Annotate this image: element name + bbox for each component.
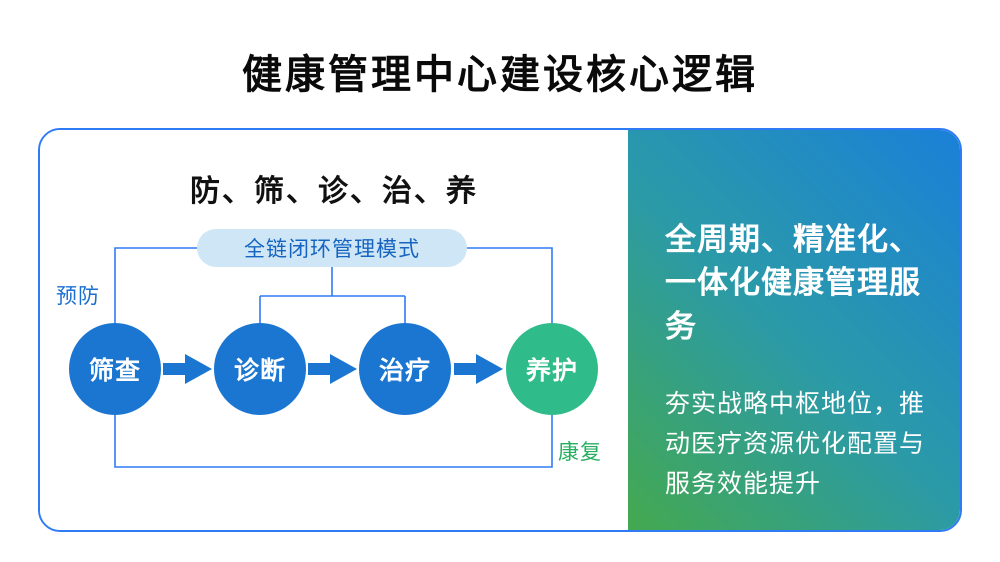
arrow-right-icon — [308, 354, 357, 384]
closed-loop-line — [114, 247, 553, 468]
prevention-label: 预防 — [56, 285, 100, 308]
arrow-right-icon — [163, 354, 212, 384]
step-circle-care: 养护 — [506, 323, 598, 415]
diagram-heading: 防、筛、诊、治、养 — [190, 175, 478, 208]
diagram-panel: 防、筛、诊、治、养 全链闭环管理模式 预防 康复 筛查 诊断 治疗 养护 — [40, 130, 628, 530]
loop-mode-box: 全链闭环管理模式 — [197, 229, 467, 267]
step-circle-screening: 筛查 — [69, 323, 161, 415]
connector-lines-layer — [114, 247, 553, 468]
content-card: 防、筛、诊、治、养 全链闭环管理模式 预防 康复 筛查 诊断 治疗 养护 全周期… — [38, 128, 962, 532]
panel-body: 夯实战略中枢地位，推动医疗资源优化配置与服务效能提升 — [665, 390, 926, 499]
panel-heading: 全周期、精准化、 一体化健康管理服务 — [665, 218, 926, 348]
panel-heading-line1: 全周期、精准化、 — [665, 222, 921, 257]
arrow-right-icon — [454, 354, 503, 384]
recovery-label: 康复 — [558, 441, 602, 464]
step-circle-diagnosis: 诊断 — [214, 323, 306, 415]
summary-panel: 全周期、精准化、 一体化健康管理服务 夯实战略中枢地位，推动医疗资源优化配置与服… — [628, 130, 960, 530]
branch-line — [259, 267, 406, 324]
step-circle-treatment: 治疗 — [359, 323, 451, 415]
page-title: 健康管理中心建设核心逻辑 — [242, 53, 758, 97]
panel-heading-line2: 一体化健康管理服务 — [665, 265, 921, 344]
